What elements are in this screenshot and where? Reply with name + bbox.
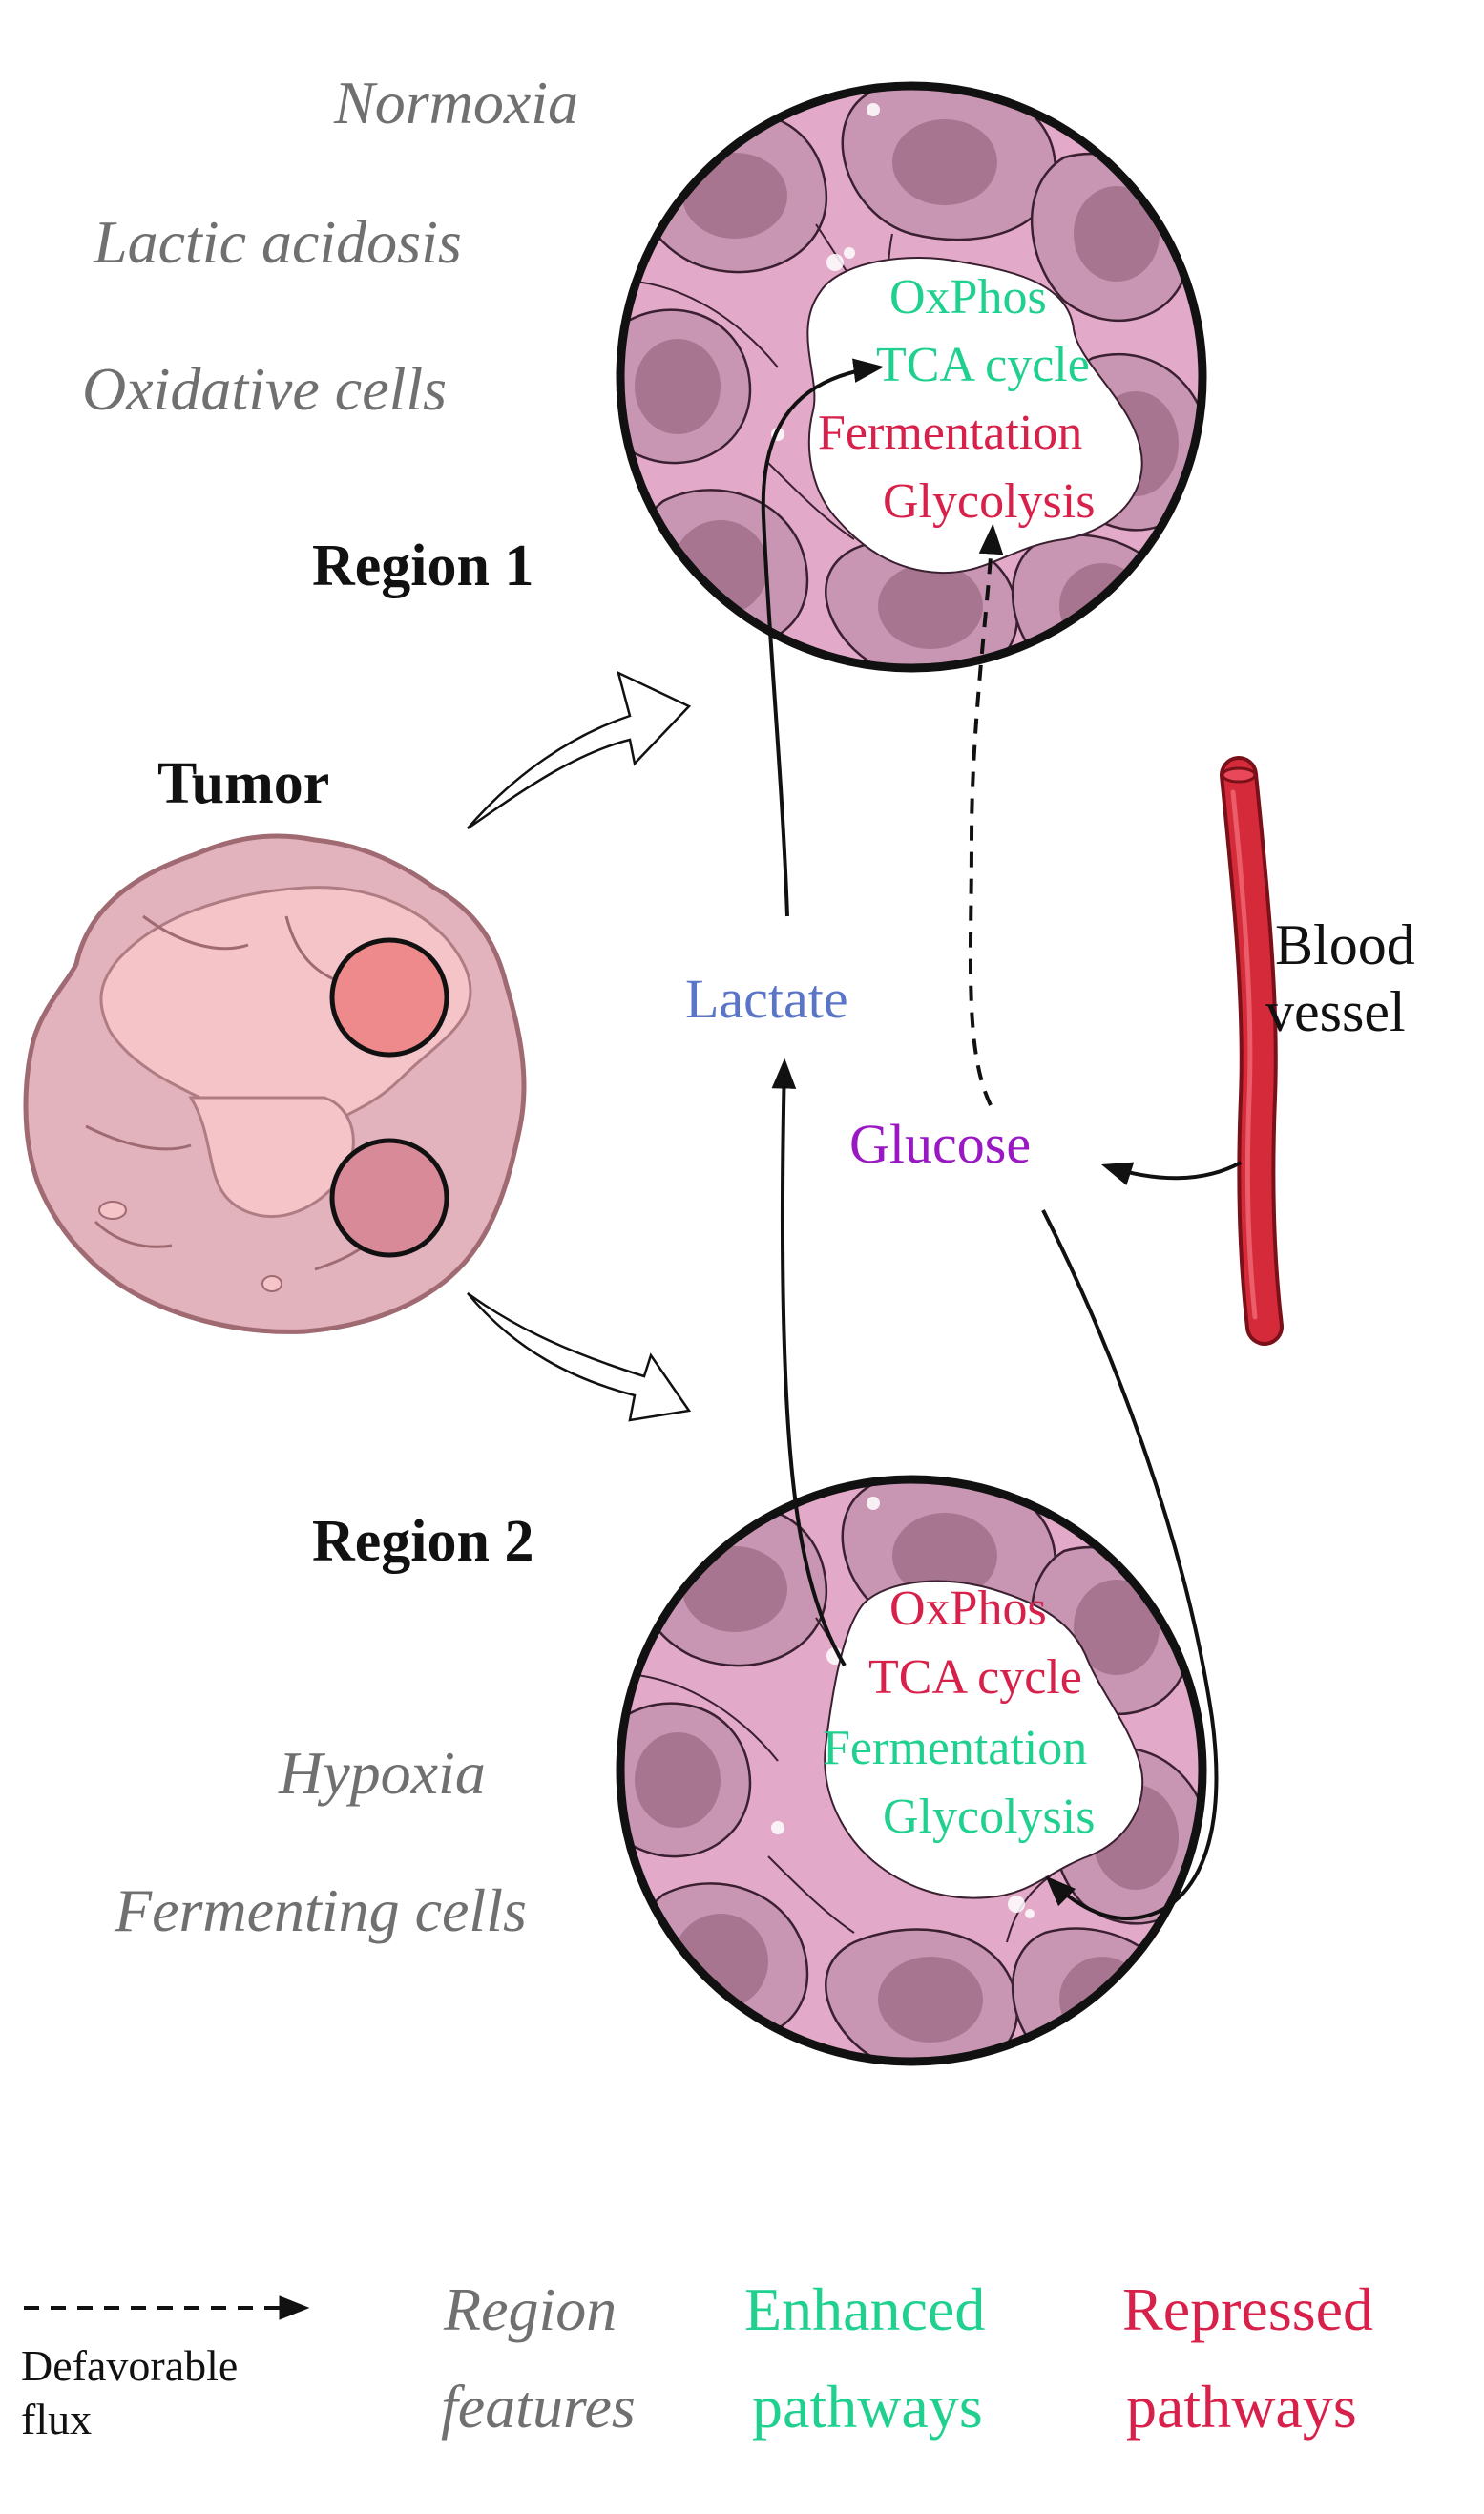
region2-pathway-glycolysis: Glycolysis	[883, 1790, 1096, 1844]
legend-region-features-line2: features	[441, 2373, 636, 2441]
legend-defavorable-line2: flux	[21, 2395, 93, 2443]
region2-to-lactate-arrow	[771, 1058, 847, 1667]
glucose-to-region1-dashed-arrow	[968, 523, 1004, 1106]
blood-vessel-label-line1: Blood	[1275, 913, 1415, 976]
tumor-region2-marker	[329, 1138, 449, 1258]
tumor-region1-marker	[329, 937, 449, 1058]
region2-feature-hypoxia: Hypoxia	[279, 1739, 486, 1807]
lactate-to-region1-arrow	[761, 358, 885, 917]
legend-repressed-line1: Repressed	[1122, 2275, 1374, 2343]
region1-circle	[616, 81, 1207, 673]
legend-defavorable-line1: Defavorable	[21, 2341, 239, 2390]
legend-enhanced-line1: Enhanced	[744, 2275, 986, 2343]
lactate-label: Lactate	[685, 968, 848, 1030]
region1-pathway-oxphos: OxPhos	[889, 270, 1047, 325]
legend-enhanced-line2: pathways	[752, 2373, 983, 2441]
vessel-to-glucose-arrow	[1100, 1161, 1242, 1185]
region1-label: Region 1	[312, 534, 534, 598]
region1-feature-oxidative-cells: Oxidative cells	[82, 355, 448, 423]
legend-repressed-line2: pathways	[1126, 2373, 1357, 2441]
glucose-to-region2-arrow	[1041, 1209, 1219, 1921]
zoom-arrow-region1	[467, 670, 692, 830]
blood-vessel-label-line2: vessel	[1265, 980, 1406, 1043]
region1-pathway-tca-cycle: TCA cycle	[876, 338, 1090, 392]
region2-pathway-tca-cycle: TCA cycle	[868, 1650, 1082, 1705]
region1-pathway-fermentation: Fermentation	[818, 406, 1083, 460]
region1-feature-normoxia: Normoxia	[334, 69, 578, 136]
region2-feature-fermenting-cells: Fermenting cells	[115, 1876, 527, 1944]
region2-label: Region 2	[312, 1509, 534, 1574]
glucose-label: Glucose	[849, 1113, 1032, 1175]
blood-vessel	[1220, 756, 1284, 1346]
zoom-arrow-region2	[467, 1291, 692, 1422]
region1-pathway-area	[806, 257, 1143, 575]
region1-feature-lactic-acidosis: Lactic acidosis	[94, 208, 462, 276]
region2-pathway-area	[824, 1580, 1144, 1899]
legend-region-features-line1: Region	[444, 2275, 617, 2343]
tumor-illustration	[23, 833, 527, 1334]
region1-pathway-glycolysis: Glycolysis	[883, 474, 1096, 529]
region2-circle	[616, 1475, 1207, 2066]
region2-pathway-oxphos: OxPhos	[889, 1582, 1047, 1636]
tumor-label: Tumor	[157, 751, 330, 816]
region2-pathway-fermentation: Fermentation	[823, 1721, 1088, 1775]
